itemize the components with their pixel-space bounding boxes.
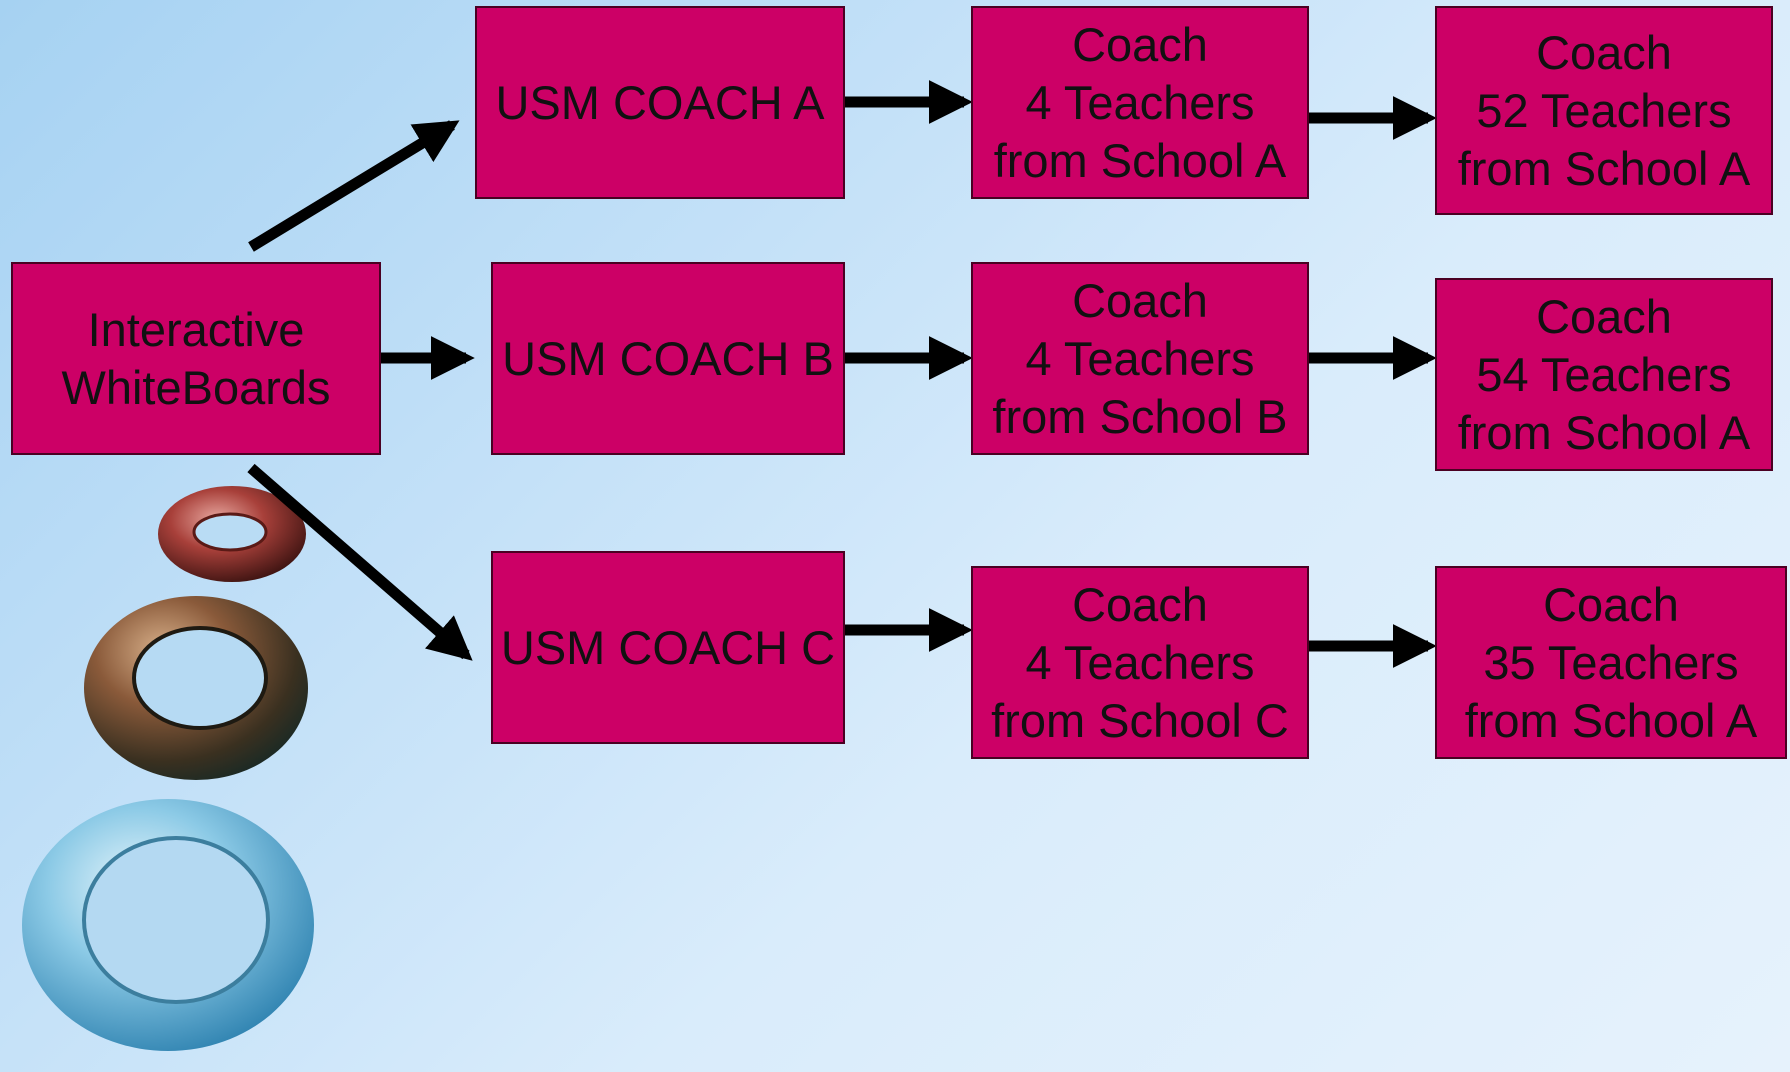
small-red-ring-icon xyxy=(158,486,306,582)
tier3-line-2: 35 Teachers xyxy=(1483,635,1739,689)
coach-box-b: USM COACH B xyxy=(491,262,845,455)
coach-label: USM COACH B xyxy=(502,331,834,385)
tier2-line-3: from School B xyxy=(992,389,1288,443)
tier3-line-3: from School A xyxy=(1457,405,1751,459)
tier3-line-1: Coach xyxy=(1536,25,1672,79)
tier3-box-c: Coach 35 Teachers from School A xyxy=(1435,566,1787,759)
tier3-box-a: Coach 52 Teachers from School A xyxy=(1435,6,1773,215)
coach-box-a: USM COACH A xyxy=(475,6,845,199)
tier3-line-2: 52 Teachers xyxy=(1476,83,1732,137)
tier2-box-a: Coach 4 Teachers from School A xyxy=(971,6,1309,199)
source-line-2: WhiteBoards xyxy=(61,360,331,414)
coach-label: USM COACH A xyxy=(495,75,825,129)
tier2-line-3: from School C xyxy=(991,693,1289,747)
coach-box-c: USM COACH C xyxy=(491,551,845,744)
tier3-line-2: 54 Teachers xyxy=(1476,347,1732,401)
tier2-box-c: Coach 4 Teachers from School C xyxy=(971,566,1309,759)
tier2-line-1: Coach xyxy=(1072,17,1208,71)
source-box: Interactive WhiteBoards xyxy=(11,262,381,455)
tier2-line-1: Coach xyxy=(1072,577,1208,631)
tier3-line-3: from School A xyxy=(1457,141,1751,195)
tier2-line-2: 4 Teachers xyxy=(1025,635,1255,689)
tier3-line-3: from School A xyxy=(1464,693,1758,747)
tier2-box-b: Coach 4 Teachers from School B xyxy=(971,262,1309,455)
source-line-1: Interactive xyxy=(87,302,305,356)
tier2-line-2: 4 Teachers xyxy=(1025,75,1255,129)
tier2-line-3: from School A xyxy=(993,133,1287,187)
tier3-box-b: Coach 54 Teachers from School A xyxy=(1435,278,1773,471)
tier2-line-1: Coach xyxy=(1072,273,1208,327)
coach-label: USM COACH C xyxy=(500,620,836,674)
arrow-source-to-coach-a xyxy=(248,120,460,252)
tier3-line-1: Coach xyxy=(1536,289,1672,343)
large-blue-ring-icon xyxy=(22,799,314,1051)
tier2-line-2: 4 Teachers xyxy=(1025,331,1255,385)
arrow-source-to-coach-c xyxy=(247,463,473,661)
medium-bronze-ring-icon xyxy=(84,596,308,780)
tier3-line-1: Coach xyxy=(1543,577,1679,631)
